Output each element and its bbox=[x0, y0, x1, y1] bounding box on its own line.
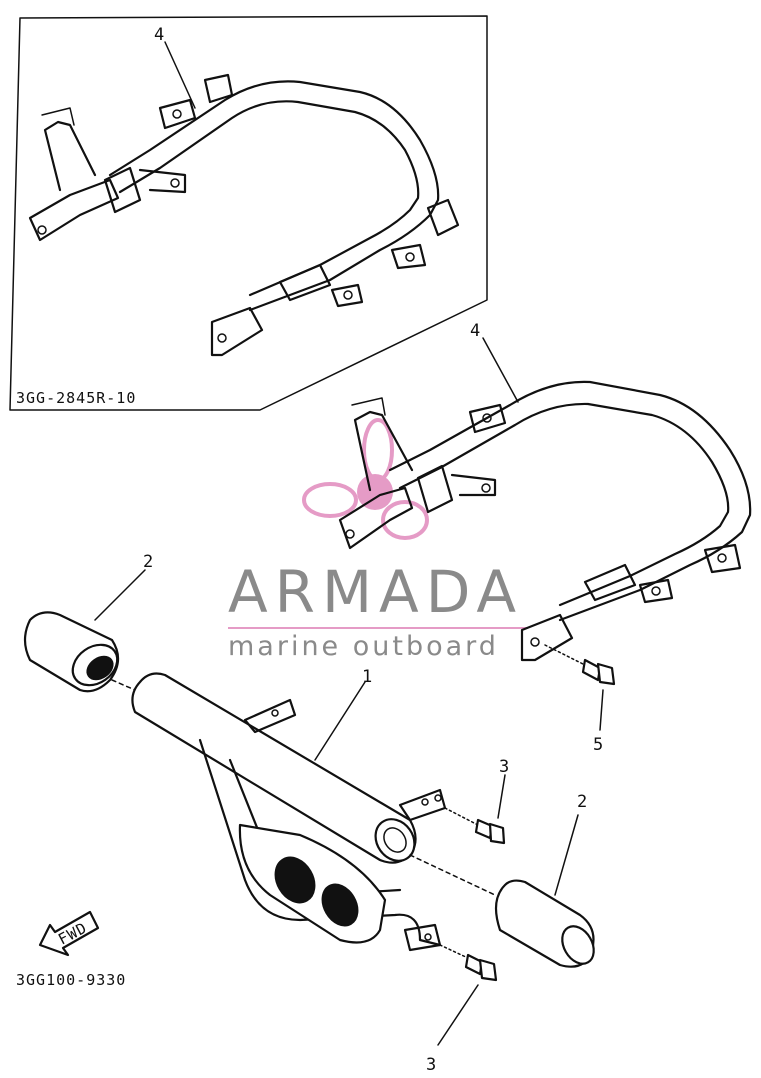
callout-right-2: 2 bbox=[577, 792, 587, 812]
callout-main-4: 4 bbox=[470, 321, 480, 341]
leader-right-2 bbox=[554, 814, 579, 896]
callout-upper-3: 3 bbox=[499, 757, 509, 777]
armada-watermark: ARMADA marine outboard bbox=[228, 418, 528, 662]
inset-leader-4 bbox=[164, 41, 196, 109]
callout-inset-4: 4 bbox=[154, 25, 164, 45]
brand-name: ARMADA bbox=[228, 558, 523, 626]
propeller-logo bbox=[302, 418, 429, 540]
callout-left-2: 2 bbox=[143, 552, 153, 572]
end-cap-right bbox=[409, 854, 595, 968]
callout-1: 1 bbox=[362, 667, 372, 687]
end-cap-left bbox=[23, 611, 120, 693]
bolt-3-upper bbox=[444, 774, 506, 845]
brand-tagline: marine outboard bbox=[228, 631, 499, 662]
main-part-code: 3GG100-9330 bbox=[16, 971, 126, 989]
leader-left-2 bbox=[94, 569, 146, 621]
leader-1 bbox=[314, 681, 366, 761]
inset-part-code: 3GG-2845R-10 bbox=[16, 389, 136, 407]
bolt-5 bbox=[544, 644, 616, 731]
inset-rail-frame bbox=[28, 73, 460, 357]
main-leader-4 bbox=[482, 337, 519, 403]
fwd-arrow: FWD bbox=[38, 910, 100, 957]
bumper-bar bbox=[111, 672, 447, 952]
bolt-3-lower bbox=[437, 944, 498, 1046]
callout-5: 5 bbox=[593, 735, 603, 755]
inset-frame bbox=[9, 15, 488, 411]
callout-lower-3: 3 bbox=[426, 1055, 436, 1075]
inset-panel bbox=[9, 15, 488, 411]
main-rail-frame bbox=[338, 380, 752, 662]
